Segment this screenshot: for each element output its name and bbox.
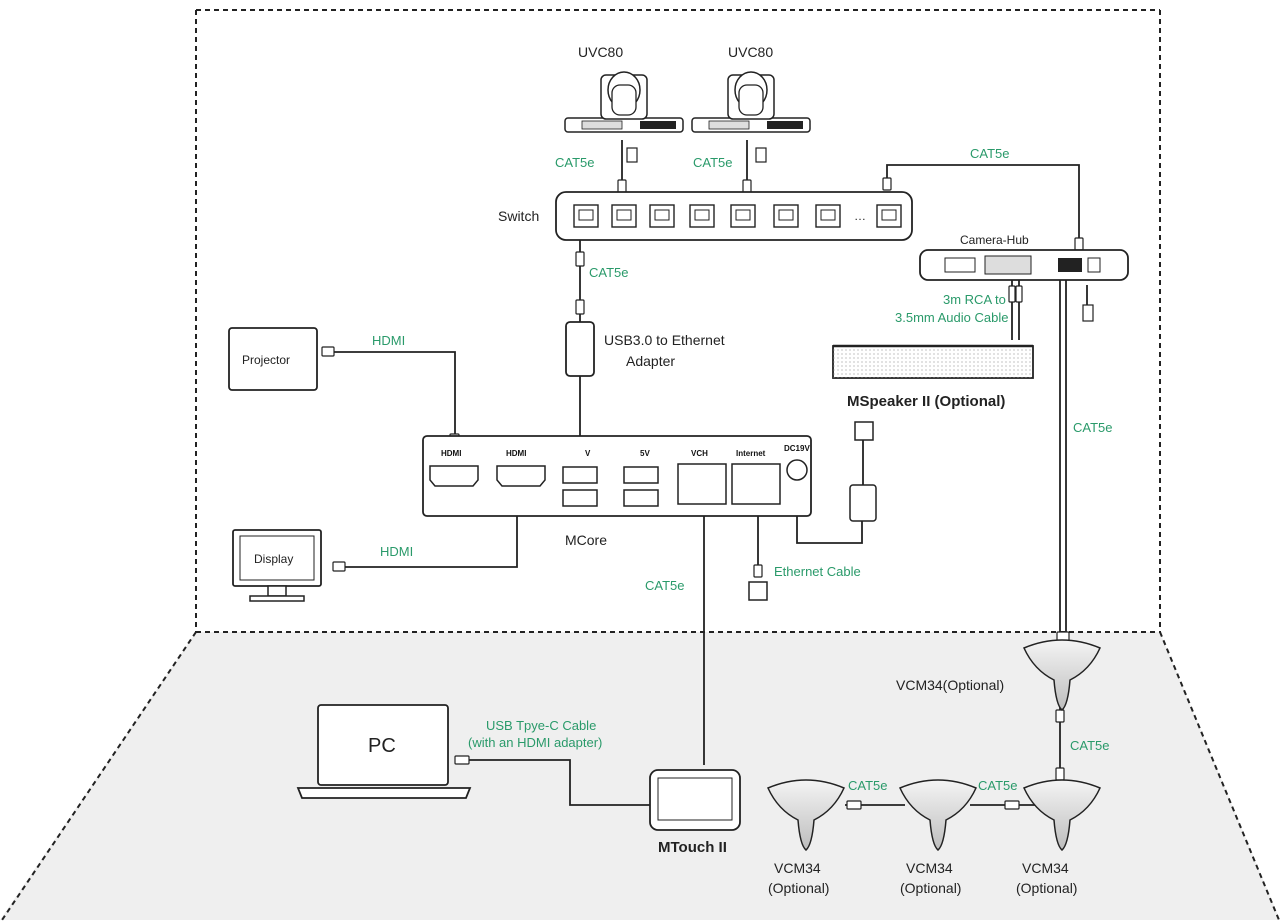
cable-label-uvc-right: CAT5e	[693, 155, 733, 170]
vcm34-main-label: VCM34(Optional)	[896, 677, 1004, 693]
display-monitor	[232, 529, 322, 602]
display-label: Display	[254, 552, 293, 566]
cable-label-switch-down: CAT5e	[589, 265, 629, 280]
vcm34-c-label: VCM34	[1022, 860, 1069, 876]
cable-label-rca-1: 3m RCA to	[943, 292, 1006, 307]
mtouch-label: MTouch II	[658, 839, 727, 856]
vcm34-main	[1022, 639, 1102, 711]
cable-label-cat5e-mtouch: CAT5e	[645, 578, 685, 593]
port-internet: Internet	[736, 449, 766, 458]
uvc80-left-label: UVC80	[578, 44, 623, 60]
cable-label-hdmi-projector: HDMI	[372, 333, 405, 348]
room-outline	[1, 9, 1280, 921]
cable-label-vcm-vertical: CAT5e	[1070, 738, 1110, 753]
cable-label-rca-2: 3.5mm Audio Cable	[895, 310, 1008, 325]
network-switch: …	[555, 191, 913, 241]
cable-label-hdmi-display: HDMI	[380, 544, 413, 559]
port-hdmi-2: HDMI	[506, 449, 526, 458]
projector-label: Projector	[242, 353, 290, 367]
vcm34-a-optional: (Optional)	[768, 880, 829, 896]
cable-label-usbc-1: USB Tpye-C Cable	[486, 718, 596, 733]
mspeaker	[832, 344, 1034, 379]
cable-label-ethernet: Ethernet Cable	[774, 564, 861, 579]
cable-plugs	[321, 177, 1084, 810]
cables	[330, 140, 1088, 806]
vcm34-puck-a	[766, 779, 846, 851]
port-dc: DC19V	[784, 444, 810, 453]
cable-label-usbc-2: (with an HDMI adapter)	[468, 735, 602, 750]
switch-label: Switch	[498, 208, 539, 224]
uvc80-camera-right	[691, 71, 811, 163]
usb-adapter-label-2: Adapter	[626, 353, 675, 369]
camera-hub	[919, 249, 1129, 322]
floor-area	[0, 632, 1280, 920]
port-usb-2: 5V	[640, 449, 650, 458]
mcore-label: MCore	[565, 532, 607, 548]
vcm34-puck-c	[1022, 779, 1102, 851]
cable-label-hub-top: CAT5e	[970, 146, 1010, 161]
cable-label-vcm-1: CAT5e	[848, 778, 888, 793]
mspeaker-label: MSpeaker II (Optional)	[847, 393, 1005, 410]
uvc80-right-label: UVC80	[728, 44, 773, 60]
vcm34-puck-b	[898, 779, 978, 851]
camera-hub-label: Camera-Hub	[960, 233, 1029, 247]
power-adapter	[849, 484, 877, 522]
port-vch: VCH	[691, 449, 708, 458]
vcm34-b-optional: (Optional)	[900, 880, 961, 896]
wall-outlet-icon	[854, 421, 874, 441]
port-usb-1: V	[585, 449, 591, 458]
usb-ethernet-adapter	[565, 321, 595, 377]
vcm34-a-label: VCM34	[774, 860, 821, 876]
mtouch	[649, 769, 741, 831]
vcm34-b-label: VCM34	[906, 860, 953, 876]
port-hdmi-1: HDMI	[441, 449, 461, 458]
projector	[228, 327, 318, 391]
pc-label: PC	[368, 735, 396, 757]
usb-adapter-label-1: USB3.0 to Ethernet	[604, 332, 725, 348]
ethernet-wall-jack	[748, 581, 768, 601]
svg-text:…: …	[854, 209, 866, 223]
cable-label-cat5e-right: CAT5e	[1073, 420, 1113, 435]
uvc80-camera-left	[564, 71, 684, 163]
cable-label-vcm-2: CAT5e	[978, 778, 1018, 793]
pc-laptop	[296, 704, 472, 799]
mcore	[422, 435, 812, 517]
cable-label-uvc-left: CAT5e	[555, 155, 595, 170]
vcm34-c-optional: (Optional)	[1016, 880, 1077, 896]
